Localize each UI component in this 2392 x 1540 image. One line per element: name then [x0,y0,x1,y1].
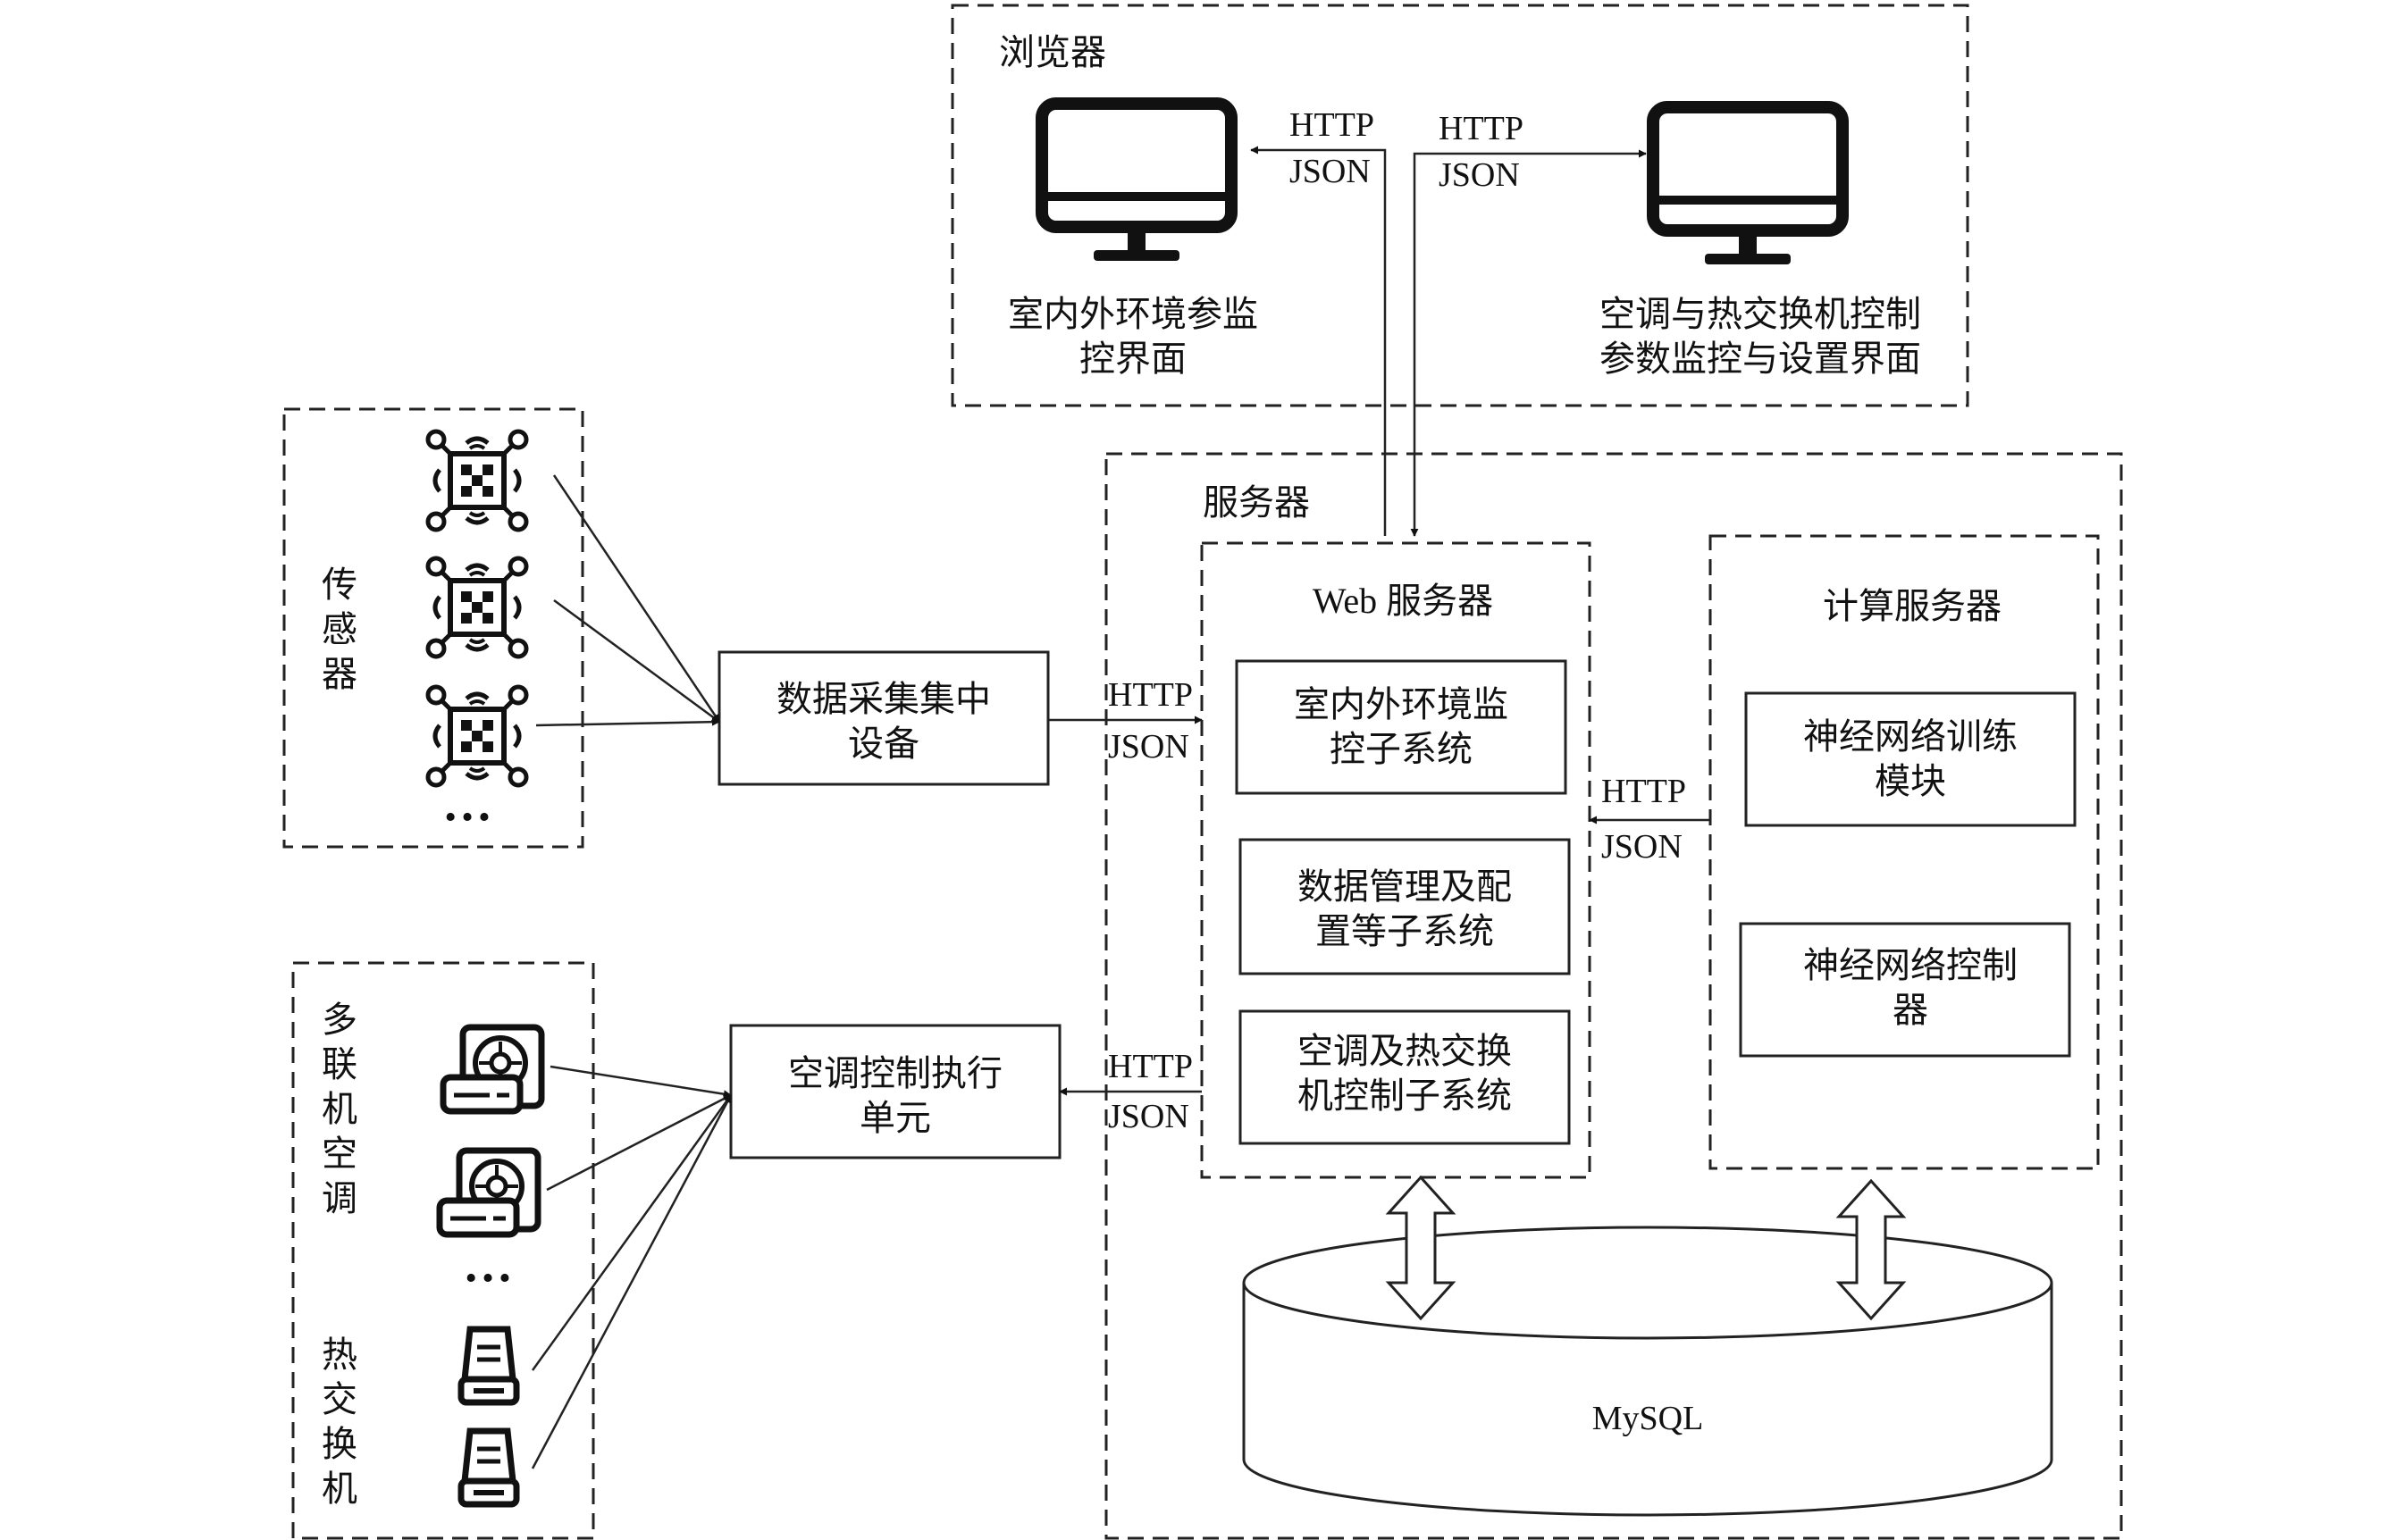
executor-link-line1: HTTP [1108,1048,1193,1085]
subsystem-env-monitoring-line2: 控子系统 [1330,729,1473,769]
subsystem-data-management: 数据管理及配 置等子系统 [1238,838,1571,975]
collector-link-line1: HTTP [1108,676,1193,714]
hx-label-char-1: 热 [322,1335,357,1375]
monitor-left-icon [1042,104,1231,261]
connector-ac-2 [546,1093,732,1192]
ac-label-char-1: 多 [322,1000,357,1040]
sensors-group: 传 感 器 … [282,407,584,849]
sensors-label-char-3: 器 [322,654,357,694]
mysql-label: MySQL [1592,1400,1704,1437]
subsystem-env-monitoring: 室内外环境监 控子系统 [1235,659,1567,795]
browser-title: 浏览器 [999,32,1106,72]
module-nn-controller-line2: 器 [1893,990,1928,1030]
subsystem-data-management-line1: 数据管理及配 [1297,866,1512,907]
compute-link-line2: JSON [1601,828,1683,866]
ac-control-executor: 空调控制执行 单元 [729,1024,1062,1159]
compute-link-line1: HTTP [1601,773,1686,810]
monitor-left-caption-line1: 室内外环境参监 [1008,294,1258,334]
subsystem-ac-control-line2: 机控制子系统 [1297,1075,1512,1116]
protocol-right-line1: HTTP [1439,110,1523,147]
subsystem-env-monitoring-line1: 室内外环境监 [1294,684,1508,724]
air-conditioner-icon [440,1151,538,1235]
server-boundary [1104,452,2123,1540]
devices-boundary [291,961,595,1540]
ac-control-executor-line2: 单元 [860,1098,931,1138]
connector-hx-1 [531,1094,733,1371]
heat-exchanger-icon [461,1329,516,1402]
compute-db-double-arrow-icon [1835,1178,1907,1321]
web-db-double-arrow-icon [1385,1175,1456,1321]
data-collector-line2: 设备 [848,724,919,764]
connector-sensor-1 [552,474,721,723]
sensor-icon [428,558,526,657]
module-nn-training-line1: 神经网络训练 [1803,716,2018,757]
protocol-left-line1: HTTP [1289,106,1374,144]
sensors-ellipsis: … [442,776,492,832]
data-collector: 数据采集集中 设备 [718,650,1050,786]
air-conditioner-icon [443,1027,541,1111]
connector-hx-2 [531,1094,733,1469]
subsystem-data-management-line2: 置等子系统 [1315,911,1494,951]
collector-link-line2: JSON [1108,728,1189,766]
server-group: 服务器 Web 服务器 室内外环境监 控子系统 数据管理及配 置等子系统 空调及… [1104,452,2123,1540]
hx-label-char-2: 交 [322,1379,357,1419]
sensor-icon [428,687,526,785]
sensors-label-char-2: 感 [322,609,357,649]
server-title: 服务器 [1203,482,1310,523]
sensor-icon [428,431,526,530]
web-server-boundary [1200,541,1591,1179]
ac-label-char-2: 联 [322,1044,357,1084]
monitor-right-icon [1653,107,1842,264]
data-collector-box [718,650,1050,786]
executor-link-line2: JSON [1108,1098,1189,1135]
sensors-boundary [282,407,584,849]
subsystem-ac-control-line1: 空调及热交换 [1297,1031,1512,1071]
hx-label-char-4: 机 [322,1469,357,1509]
module-nn-controller: 神经网络控制 器 [1739,922,2071,1058]
devices-ellipsis: … [463,1237,513,1293]
data-collector-line1: 数据采集集中 [776,679,991,719]
connector-sensor-2 [553,598,720,724]
module-nn-controller-line1: 神经网络控制 [1803,945,2018,985]
browser-group: 浏览器 室内外环境参监 控界面 空调与热交换机控制 参数监控与设置界面 HTTP… [951,4,1969,407]
devices-group: 多 联 机 空 调 热 交 换 机 … [291,961,595,1540]
protocol-right-line2: JSON [1439,156,1520,194]
subsystem-ac-control: 空调及热交换 机控制子系统 [1238,1009,1571,1145]
connector-ac-1 [550,1065,732,1099]
mysql-database: MySQL [1242,1226,2053,1517]
protocol-left-line2: JSON [1289,153,1371,190]
ac-control-executor-line1: 空调控制执行 [788,1053,1003,1093]
monitor-right-caption-line2: 参数监控与设置界面 [1599,339,1921,379]
connector-web-to-monitor-left [1250,146,1387,536]
ac-label-char-3: 机 [322,1089,357,1129]
module-nn-training: 神经网络训练 模块 [1744,691,2077,827]
compute-server-boundary [1708,534,2100,1170]
browser-boundary [951,4,1969,407]
monitor-right-caption-line1: 空调与热交换机控制 [1599,294,1921,334]
sensors-label-char-1: 传 [322,565,357,605]
heat-exchanger-icon [461,1431,516,1504]
connector-monitor-right-to-web [1410,149,1647,537]
connector-sensor-3 [535,717,720,727]
web-server-title: Web 服务器 [1313,581,1493,621]
module-nn-training-line2: 模块 [1875,761,1946,801]
monitor-left-caption-line2: 控界面 [1079,339,1187,379]
hx-label-char-3: 换 [322,1424,357,1464]
compute-server-title: 计算服务器 [1823,586,2002,626]
ac-label-char-5: 调 [322,1178,357,1218]
ac-label-char-4: 空 [322,1134,357,1174]
